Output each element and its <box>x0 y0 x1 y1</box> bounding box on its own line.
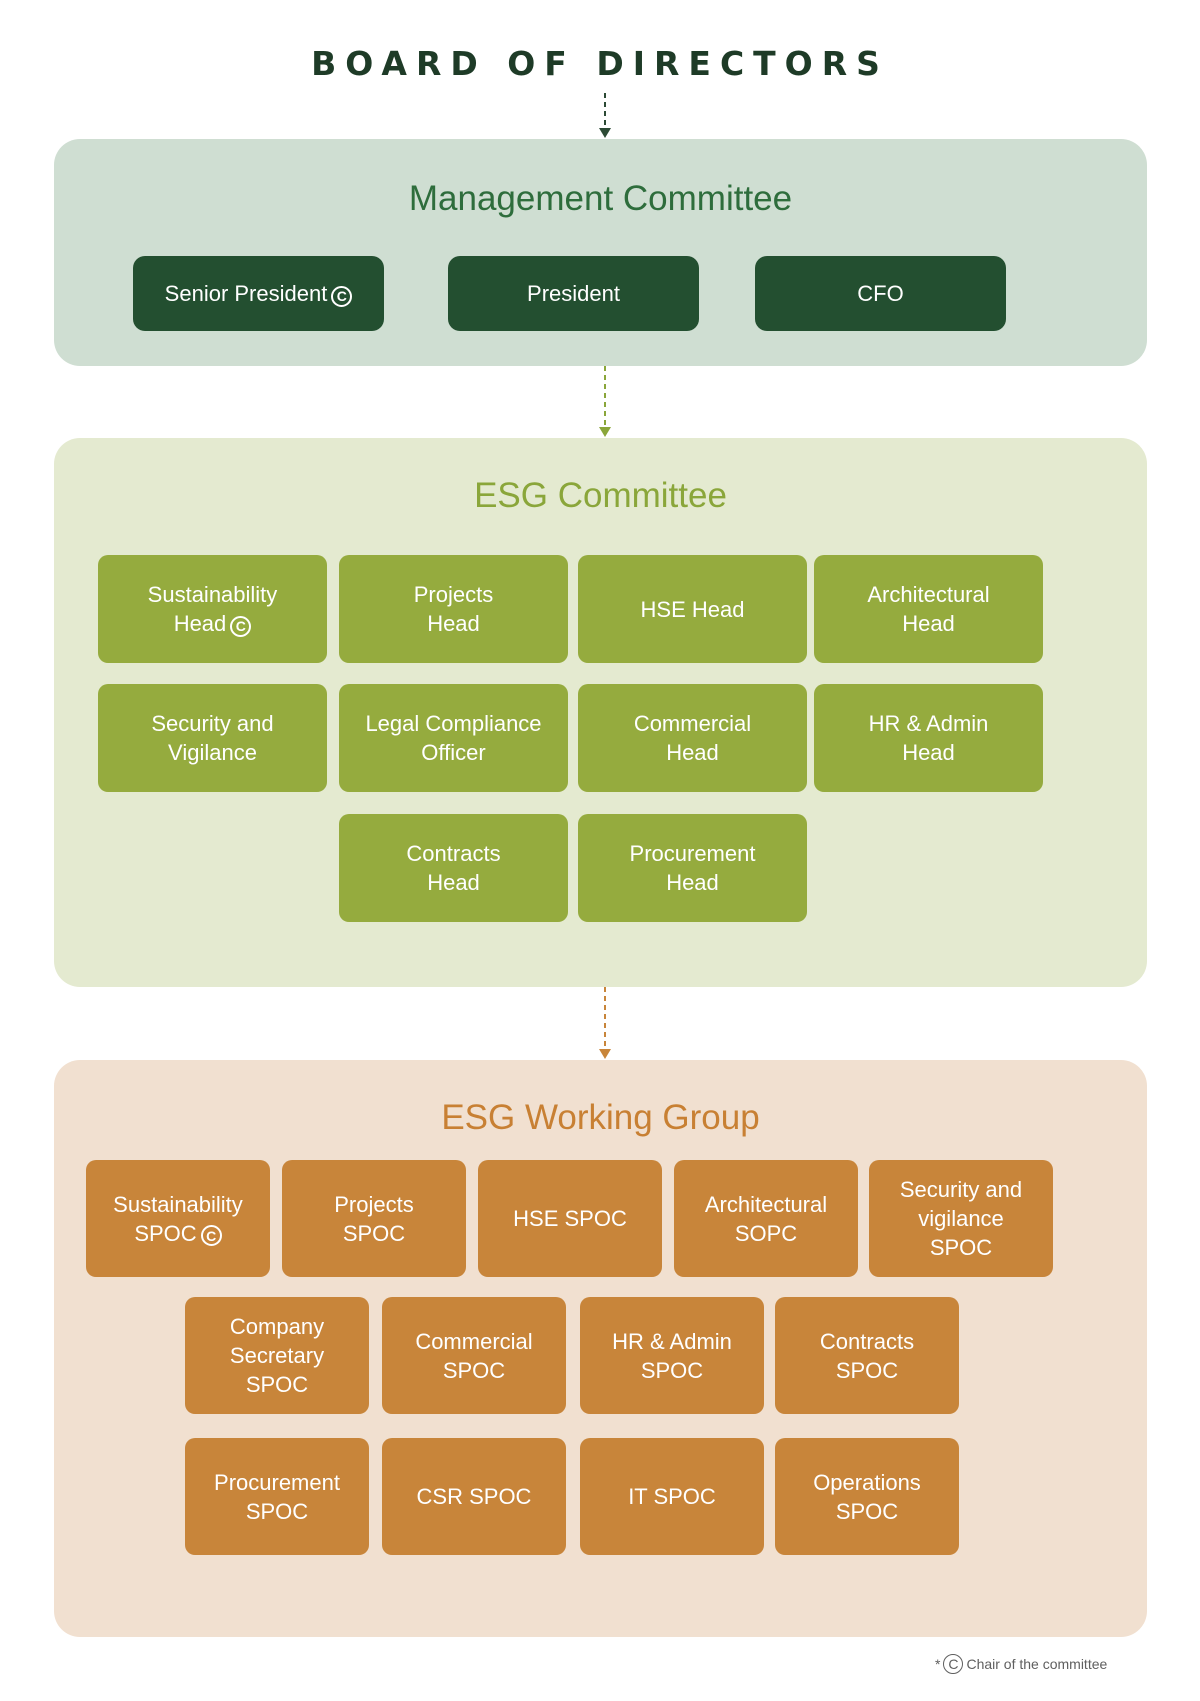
working-group-member-label: SPOC <box>245 1498 309 1524</box>
working-group-member-label: Security and <box>899 1177 1023 1202</box>
working-group-member-label: Contracts <box>819 1328 915 1354</box>
esg-member-label: Head <box>427 611 480 636</box>
working-group-member-label: Projects <box>334 1191 414 1217</box>
esg-member-label: Vigilance <box>168 740 257 765</box>
working-group-member-label: CSR SPOC <box>416 1484 532 1509</box>
working-group-member-label: vigilance <box>918 1206 1004 1231</box>
working-group-member-box: CSR SPOC <box>382 1438 566 1555</box>
working-group-member-box: HSE SPOC <box>478 1160 662 1277</box>
working-group-member-label: HSE SPOC <box>513 1206 627 1231</box>
working-group-member-label: SOPC <box>734 1220 798 1246</box>
esg-member-label: Contracts <box>406 841 501 866</box>
working-group-member-label: SPOC <box>929 1235 993 1260</box>
esg-member-label: HR & Admin <box>868 711 989 736</box>
working-group-member-label: SPOC <box>442 1357 506 1383</box>
esg-member-label: Head <box>666 870 719 895</box>
esg-member-label: Legal Compliance <box>365 711 542 736</box>
esg-member-label: Architectural <box>867 582 990 607</box>
working-group-member-label: Architectural <box>704 1191 828 1217</box>
working-group-member-label: Secretary <box>229 1343 325 1368</box>
arrow-esg-to-working-group <box>598 987 612 1060</box>
esg-member-box: HSE Head <box>578 555 807 663</box>
chair-footnote: * C Chair of the committee <box>935 1654 1107 1674</box>
working-group-member-label: Operations <box>813 1469 921 1495</box>
esg-member-label: Head <box>902 611 955 636</box>
esg-member-label: Procurement <box>629 841 756 866</box>
arrow-management-to-esg <box>598 366 612 438</box>
working-group-member-label: SPOC <box>245 1372 309 1397</box>
working-group-member-label: HR & Admin <box>612 1328 732 1354</box>
footnote-asterisk: * <box>935 1656 941 1672</box>
management-member-box: President <box>448 256 699 331</box>
arrow-board-to-management <box>598 93 612 139</box>
working-group-member-label: Commercial <box>415 1328 533 1354</box>
chair-icon: C <box>331 285 353 307</box>
management-member-label: President <box>527 281 620 306</box>
working-group-member-label: SPOC <box>640 1357 704 1383</box>
esg-member-label: Head <box>427 870 480 895</box>
working-group-member-label: Company <box>229 1314 325 1339</box>
esg-member-label: Commercial <box>633 711 752 736</box>
management-member-box: CFO <box>755 256 1006 331</box>
board-of-directors-title: BOARD OF DIRECTORS <box>311 44 889 83</box>
esg-member-label: Projects <box>413 582 494 607</box>
working-group-member-label: SPOC <box>342 1220 406 1246</box>
working-group-member-label: Procurement <box>214 1469 340 1495</box>
chair-icon: C <box>943 1654 964 1674</box>
working-group-member-label: Sustainability <box>113 1191 243 1217</box>
management-committee-title: Management Committee <box>408 179 793 218</box>
esg-member-label: Head <box>902 740 955 765</box>
footnote-text: Chair of the committee <box>966 1656 1108 1672</box>
esg-member-label: Head <box>666 740 719 765</box>
esg-committee-title: ESG Committee <box>474 476 727 515</box>
esg-member-label: Officer <box>421 740 486 765</box>
esg-member-label: HSE Head <box>640 596 745 622</box>
working-group-member-label: IT SPOC <box>628 1484 716 1509</box>
working-group-member-label: SPOC <box>835 1357 899 1383</box>
esg-member-label: Sustainability <box>147 582 278 607</box>
working-group-member-box: IT SPOC <box>580 1438 764 1555</box>
working-group-member-label: SPOC <box>835 1498 899 1524</box>
chair-icon: C <box>230 615 252 637</box>
chair-icon: C <box>200 1225 222 1246</box>
esg-working-group-title: ESG Working Group <box>441 1098 760 1137</box>
esg-member-label: Security and <box>151 711 274 736</box>
management-member-label: CFO <box>857 281 904 306</box>
